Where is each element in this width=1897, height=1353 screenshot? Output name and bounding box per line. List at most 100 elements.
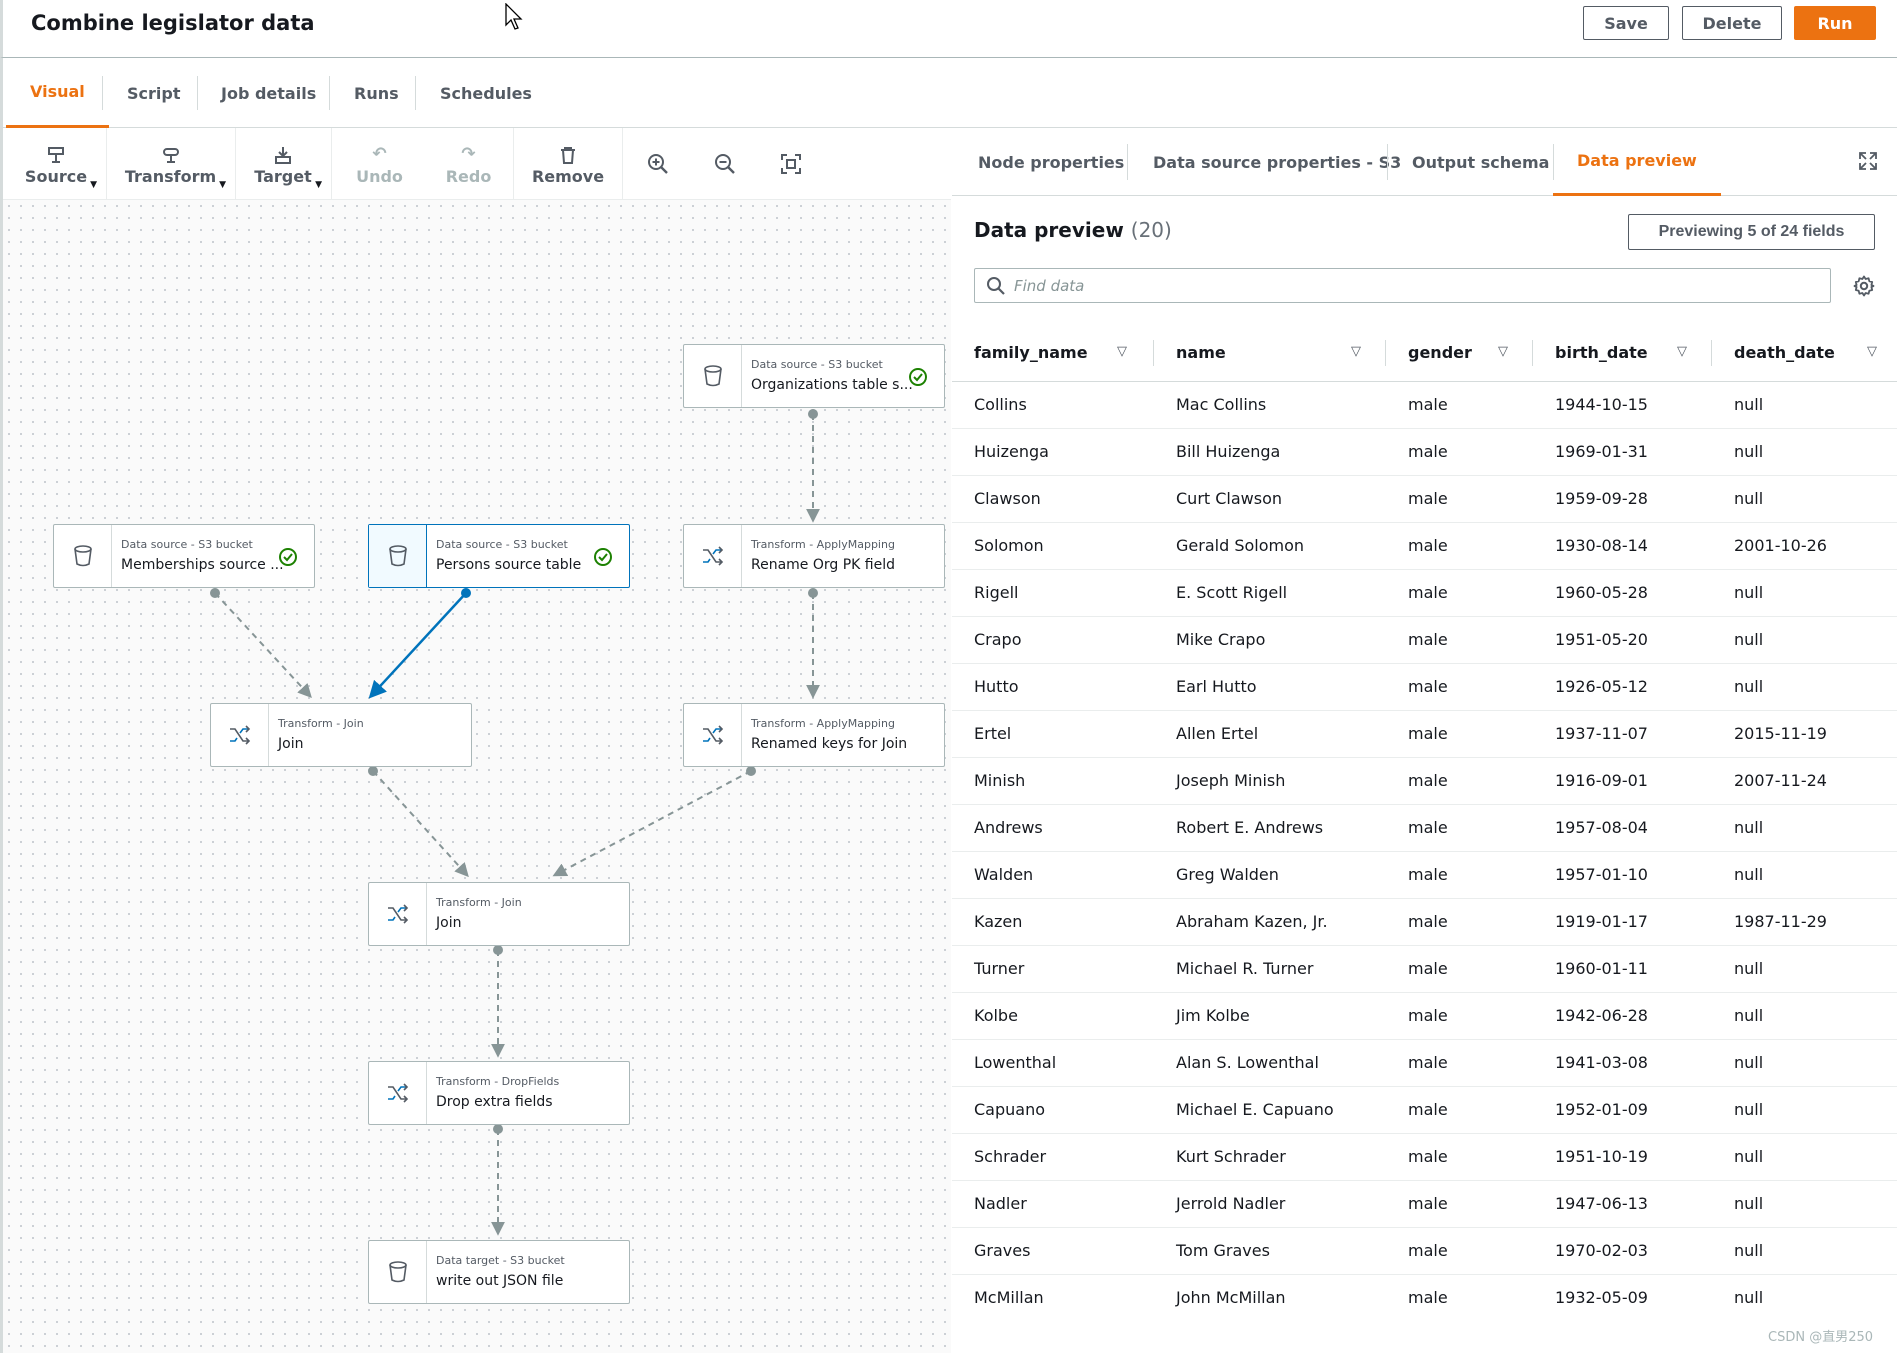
node-type: Data source - S3 bucket <box>121 538 253 551</box>
node-join-1[interactable]: Transform - Join Join <box>210 703 472 767</box>
column-divider[interactable] <box>1711 340 1712 366</box>
node-rename-org-pk[interactable]: Transform - ApplyMapping Rename Org PK f… <box>683 524 945 588</box>
node-type: Transform - ApplyMapping <box>751 717 895 730</box>
success-check-icon <box>594 548 612 566</box>
remove-button[interactable]: Remove <box>516 128 620 200</box>
run-button[interactable]: Run <box>1794 6 1876 40</box>
watermark: CSDN @直男250 <box>1768 1330 1874 1345</box>
tab-job-details[interactable]: Job details <box>221 83 317 103</box>
tab-output-schema[interactable]: Output schema <box>1412 152 1550 172</box>
node-text: Transform - ApplyMapping Rename Org PK f… <box>742 525 895 587</box>
node-icon-box <box>369 1062 427 1124</box>
tab-schedules[interactable]: Schedules <box>440 83 532 103</box>
node-memberships-source[interactable]: Data source - S3 bucket Memberships sour… <box>53 524 315 588</box>
success-check-icon <box>909 368 927 386</box>
filter-icon[interactable]: ▽ <box>1351 344 1361 359</box>
tab-divider <box>102 76 103 110</box>
column-label: name <box>1176 342 1226 362</box>
column-header-family-name[interactable]: family_name ▽ <box>952 324 1154 382</box>
tab-node-properties[interactable]: Node properties <box>978 152 1125 172</box>
delete-button[interactable]: Delete <box>1682 6 1782 40</box>
zoom-in-icon[interactable] <box>646 152 670 176</box>
node-icon-box <box>54 525 112 587</box>
tab-visual[interactable]: Visual <box>6 58 109 128</box>
node-text: Transform - ApplyMapping Renamed keys fo… <box>742 704 907 766</box>
column-header-gender[interactable]: gender ▽ <box>1386 324 1533 382</box>
column-header-birth-date[interactable]: birth_date ▽ <box>1533 324 1712 382</box>
cell-birth-date: 1916-09-01 <box>1533 757 1712 805</box>
cell-birth-date: 1957-01-10 <box>1533 851 1712 899</box>
node-text: Data source - S3 bucket Organizations ta… <box>742 345 913 407</box>
graph-canvas[interactable]: Data source - S3 bucket Organizations ta… <box>3 200 951 1353</box>
cell-birth-date: 1937-11-07 <box>1533 710 1712 758</box>
zoom-out-icon[interactable] <box>713 152 737 176</box>
target-label: Target <box>254 166 312 186</box>
cell-gender: male <box>1386 663 1533 711</box>
gear-icon[interactable] <box>1852 274 1876 298</box>
cell-name: John McMillan <box>1176 1288 1286 1308</box>
node-type: Data source - S3 bucket <box>751 358 883 371</box>
tab-runs[interactable]: Runs <box>354 83 399 103</box>
node-text: Data source - S3 bucket Persons source t… <box>427 525 581 587</box>
cell-gender: male <box>1386 475 1533 523</box>
cell-gender: male <box>1386 1039 1533 1087</box>
cell-family-name: Capuano <box>952 1086 1154 1134</box>
cell-birth-date: 1919-01-17 <box>1533 898 1712 946</box>
filter-icon[interactable]: ▽ <box>1867 344 1877 359</box>
tab-divider <box>1553 144 1554 180</box>
port-dot <box>808 588 818 598</box>
job-header: Combine legislator data Save Delete Run <box>0 0 1897 58</box>
column-divider[interactable] <box>1385 340 1386 366</box>
cell-family-name: Walden <box>952 851 1154 899</box>
node-join-2[interactable]: Transform - Join Join <box>368 882 630 946</box>
cell-family-name: Kazen <box>952 898 1154 946</box>
node-organizations-source[interactable]: Data source - S3 bucket Organizations ta… <box>683 344 945 408</box>
tab-script[interactable]: Script <box>127 83 181 103</box>
cell-name: Gerald Solomon <box>1154 522 1386 570</box>
fit-to-screen-icon[interactable] <box>779 152 803 176</box>
save-button[interactable]: Save <box>1583 6 1669 40</box>
cell-death-date: null <box>1712 851 1897 899</box>
edge-memberships-to-join <box>214 592 312 699</box>
tab-data-source-properties[interactable]: Data source properties - S3 <box>1153 152 1402 172</box>
transform-menu-button[interactable]: Transform ▼ <box>107 128 234 200</box>
node-persons-source[interactable]: Data source - S3 bucket Persons source t… <box>368 524 630 588</box>
target-menu-button[interactable]: Target ▼ <box>236 128 330 200</box>
cell-gender: male <box>1386 992 1533 1040</box>
tab-data-preview[interactable]: Data preview <box>1553 128 1721 196</box>
cell-gender: male <box>1386 1133 1533 1181</box>
node-data-target[interactable]: Data target - S3 bucket write out JSON f… <box>368 1240 630 1304</box>
filter-icon[interactable]: ▽ <box>1117 344 1127 359</box>
expand-icon[interactable] <box>1857 150 1879 172</box>
column-divider[interactable] <box>1153 340 1154 366</box>
node-name: Join <box>278 736 304 752</box>
column-header-name[interactable]: name ▽ <box>1154 324 1386 382</box>
source-menu-button[interactable]: Source ▼ <box>7 128 105 200</box>
undo-button[interactable]: ↶ Undo <box>337 128 422 200</box>
column-header-death-date[interactable]: death_date ▽ <box>1712 324 1897 382</box>
redo-button[interactable]: ↷ Redo <box>426 128 511 200</box>
find-data-input[interactable] <box>1014 276 1794 295</box>
node-name: Memberships source ... <box>121 557 284 573</box>
cell-name: Robert E. Andrews <box>1154 804 1386 852</box>
tab-divider <box>1387 144 1388 180</box>
column-divider[interactable] <box>1532 340 1533 366</box>
redo-label: Redo <box>445 166 492 186</box>
cell-birth-date: 1951-05-20 <box>1533 616 1712 664</box>
node-type: Transform - Join <box>436 896 522 909</box>
node-drop-fields[interactable]: Transform - DropFields Drop extra fields <box>368 1061 630 1125</box>
search-icon <box>987 276 1005 295</box>
node-renamed-keys[interactable]: Transform - ApplyMapping Renamed keys fo… <box>683 703 945 767</box>
cell-birth-date: 1942-06-28 <box>1533 992 1712 1040</box>
filter-icon[interactable]: ▽ <box>1677 344 1687 359</box>
toolbar-divider <box>235 128 236 200</box>
bucket-icon <box>388 1261 407 1283</box>
previewing-fields-button[interactable]: Previewing 5 of 24 fields <box>1628 214 1875 250</box>
filter-icon[interactable]: ▽ <box>1498 344 1508 359</box>
